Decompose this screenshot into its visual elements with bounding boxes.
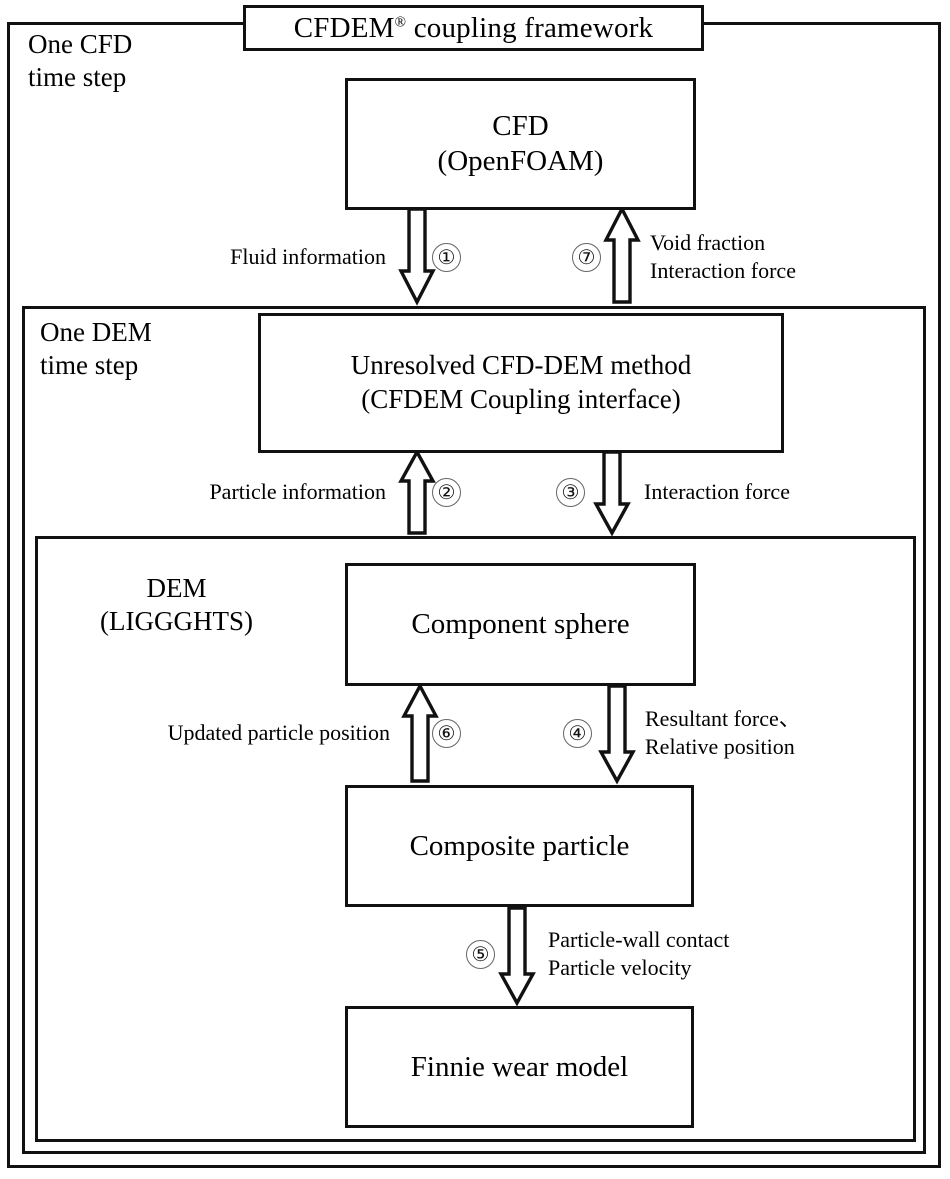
- diagram-title-main: CFDEM: [293, 11, 395, 44]
- node-finnie-label: Finnie wear model: [410, 1050, 629, 1083]
- diagram-title-box: CFDEM® coupling framework: [243, 5, 704, 51]
- arrow-flow-2-up-icon: [398, 448, 436, 535]
- flow-number-5: ⑤: [466, 940, 495, 969]
- flow-number-4: ④: [563, 719, 592, 748]
- flow-label-6: Updated particle position: [167, 720, 390, 745]
- diagram-title: CFDEM® coupling framework: [293, 11, 654, 44]
- section-label-cfd-time-step: One CFD time step: [28, 29, 133, 92]
- node-unresolved-cfd-dem[interactable]: Unresolved CFD-DEM method (CFDEM Couplin…: [258, 313, 784, 453]
- node-composite-particle[interactable]: Composite particle: [345, 785, 694, 907]
- node-composite-label: Composite particle: [409, 829, 630, 862]
- flow-label-1: Fluid information: [230, 244, 386, 269]
- node-cfd-line1: CFD: [492, 109, 549, 142]
- flow-label-7: Void fraction Interaction force: [650, 230, 796, 283]
- node-unresolved-line2: (CFDEM Coupling interface): [361, 384, 681, 414]
- section-label-dem-time-step: One DEM time step: [40, 317, 152, 380]
- node-unresolved-line1: Unresolved CFD-DEM method: [350, 350, 692, 381]
- section-label-dem-liggghts: DEM (LIGGGHTS): [100, 573, 253, 636]
- arrow-flow-1-down-icon: [398, 207, 436, 306]
- arrow-flow-3-down-icon: [593, 450, 631, 537]
- registered-mark-icon: ®: [394, 13, 407, 30]
- flow-number-7: ⑦: [572, 243, 601, 272]
- flow-label-4: Resultant force、 Relative position: [645, 706, 801, 759]
- node-component-sphere[interactable]: Component sphere: [345, 563, 696, 686]
- node-cfd-openfoam[interactable]: CFD (OpenFOAM): [345, 78, 696, 210]
- arrow-flow-4-down-icon: [598, 684, 636, 785]
- flow-number-2: ②: [432, 478, 461, 507]
- flow-number-6: ⑥: [432, 719, 461, 748]
- node-finnie-wear-model[interactable]: Finnie wear model: [345, 1006, 694, 1128]
- arrow-flow-7-up-icon: [603, 205, 641, 304]
- arrow-flow-6-up-icon: [401, 682, 439, 783]
- flow-number-3: ③: [556, 478, 585, 507]
- flow-label-3: Interaction force: [644, 479, 790, 504]
- diagram-title-rest: coupling framework: [406, 11, 654, 44]
- dem-time-step-frame: [22, 306, 926, 1154]
- flow-label-5: Particle-wall contact Particle velocity: [548, 927, 730, 980]
- node-cfd-line2: (OpenFOAM): [437, 145, 604, 177]
- arrow-flow-5-down-icon: [498, 906, 536, 1007]
- flow-number-1: ①: [432, 243, 461, 272]
- node-component-label: Component sphere: [411, 608, 630, 640]
- dem-liggghts-frame: [35, 536, 916, 1142]
- flow-label-2: Particle information: [209, 479, 386, 504]
